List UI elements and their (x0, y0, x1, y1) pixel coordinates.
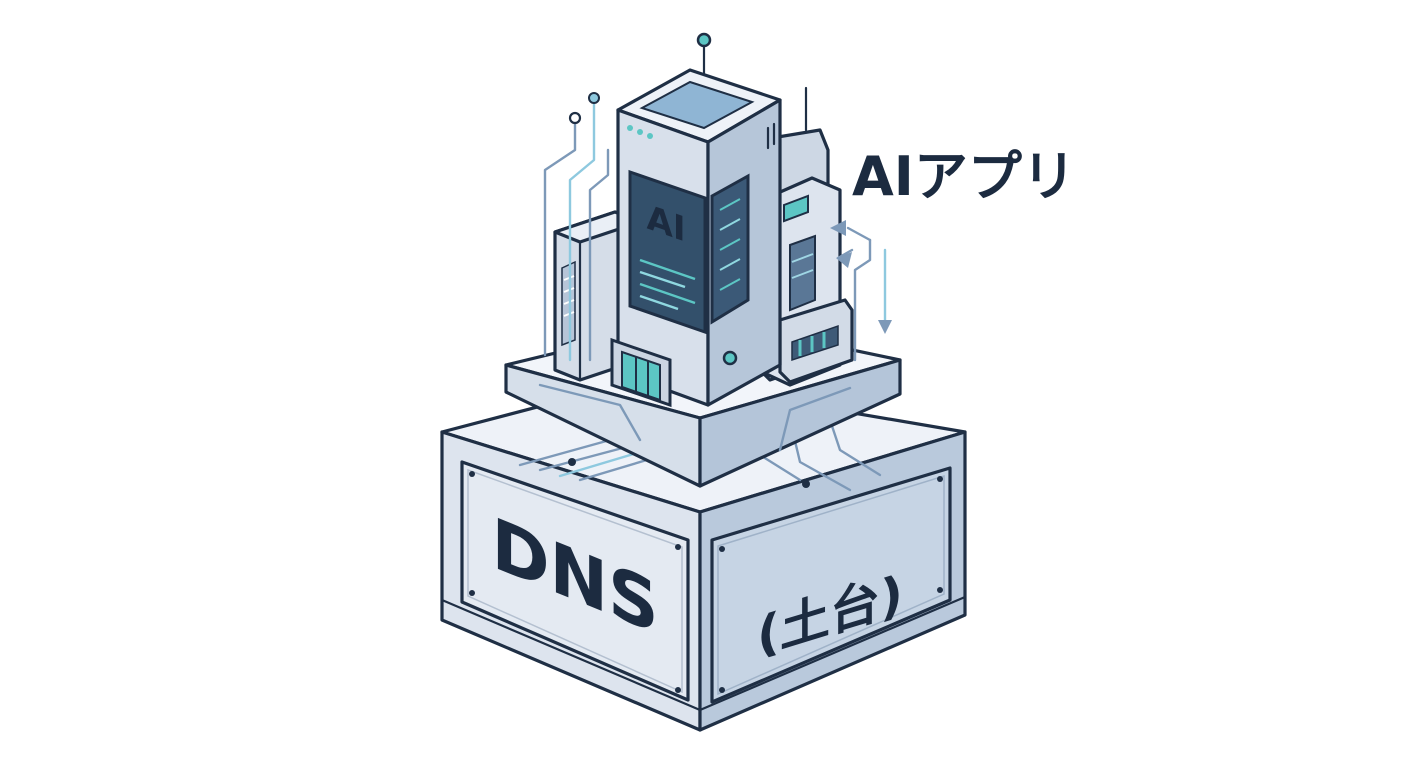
dns-base-block: DNS (土台) (440, 376, 967, 732)
base-rim-line (440, 595, 967, 712)
flow-arrows (830, 220, 892, 362)
arrow-down-icon (878, 320, 892, 334)
foundation-panel-inner (717, 474, 945, 696)
ai-app-label: AIアプリ (852, 145, 1076, 208)
screw-icon (937, 587, 943, 593)
screw-icon (675, 544, 681, 550)
circuit-wire-icon (543, 92, 610, 362)
screw-icon (937, 476, 943, 482)
antenna-tip (696, 32, 712, 48)
ai-screen (628, 169, 707, 335)
dns-panel-inner (467, 468, 683, 694)
server-tower-icon: AI (610, 32, 782, 408)
dns-panel (460, 460, 690, 702)
platform-side (698, 358, 902, 488)
screw-icon (719, 546, 725, 552)
screw-icon (675, 687, 681, 693)
screw-icon (469, 471, 475, 477)
arrow-up-icon (836, 252, 852, 268)
screw-icon (469, 590, 475, 596)
arrow-up-icon (853, 238, 872, 362)
screw-icon (719, 687, 725, 693)
foundation-panel (710, 466, 952, 704)
